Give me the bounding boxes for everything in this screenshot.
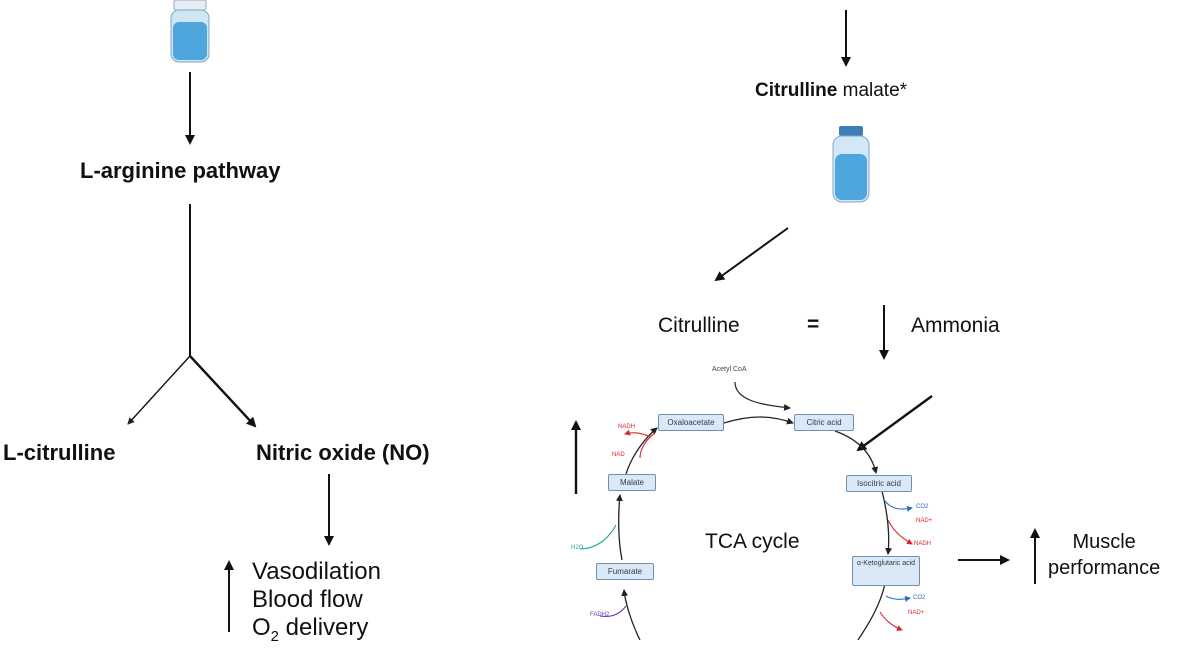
- arrow-into-cycle: [856, 395, 933, 452]
- cycle-keto-down: [857, 583, 886, 640]
- effects-list: Vasodilation Blood flow O2 delivery: [252, 558, 381, 651]
- effect-vasodilation: Vasodilation: [252, 558, 381, 585]
- arrow-to-l-citrulline: [127, 355, 191, 425]
- equals-sign: =: [807, 313, 820, 336]
- tca-isocitric-acid: Isocitric acid: [846, 475, 912, 492]
- citrulline-label: Citrulline: [658, 314, 740, 337]
- tca-ketoglutaric-acid: α-Ketoglutaric acid: [852, 556, 920, 586]
- tca-fumarate: Fumarate: [596, 563, 654, 580]
- cycle-isocitric-to-keto: [881, 490, 893, 555]
- citrulline-malate-label: Citrulline malate*: [755, 80, 908, 101]
- tca-malate: Malate: [608, 474, 656, 491]
- tca-citric-acid: Citric acid: [794, 414, 854, 431]
- cycle-bottom-left: [621, 589, 641, 640]
- effect-blood-flow: Blood flow: [252, 586, 363, 613]
- cycle-citric-to-isocitric: [834, 430, 879, 474]
- arrow-malate-to-citrulline: [714, 227, 789, 282]
- fadh2-label: FADH2: [590, 612, 610, 618]
- supplement-bottle-right-icon: [832, 126, 870, 203]
- cycle-fumarate-to-malate: [615, 494, 623, 561]
- ammonia-label: Ammonia: [911, 314, 1000, 337]
- acetyl-coa-label: Acetyl CoA: [712, 366, 747, 373]
- co2-label-1: CO2: [916, 504, 929, 510]
- nadh-label-1: NADH: [618, 424, 636, 430]
- bottle-liquid-left: [173, 22, 207, 60]
- tca-cycle-label: TCA cycle: [705, 530, 800, 553]
- cycle-oxalo-to-citric: [723, 416, 794, 425]
- l-citrulline-label: L-citrulline: [3, 440, 116, 465]
- nad-plus-label-1: NAD+: [916, 518, 933, 524]
- muscle-performance-label: Muscle performance: [1048, 531, 1161, 579]
- co2-label-2: CO2: [913, 595, 926, 601]
- nitric-oxide-label: Nitric oxide (NO): [256, 440, 430, 465]
- cycle-malate-to-oxalo: [625, 427, 658, 475]
- nad-label-1: NAD: [612, 452, 625, 458]
- nad-plus-label-2: NAD+: [908, 610, 925, 616]
- tca-oxaloacetate: Oxaloacetate: [658, 414, 724, 431]
- supplement-bottle-left-icon: [170, 0, 210, 63]
- arrow-to-nitric-oxide: [189, 355, 257, 428]
- h2o-label: H2O: [571, 545, 584, 551]
- effect-o2-delivery: O2 delivery: [252, 614, 369, 645]
- l-arginine-pathway-label: L-arginine pathway: [80, 158, 281, 183]
- acetyl-coa-arrow: [734, 381, 791, 411]
- nadh-label-2: NADH: [914, 541, 932, 547]
